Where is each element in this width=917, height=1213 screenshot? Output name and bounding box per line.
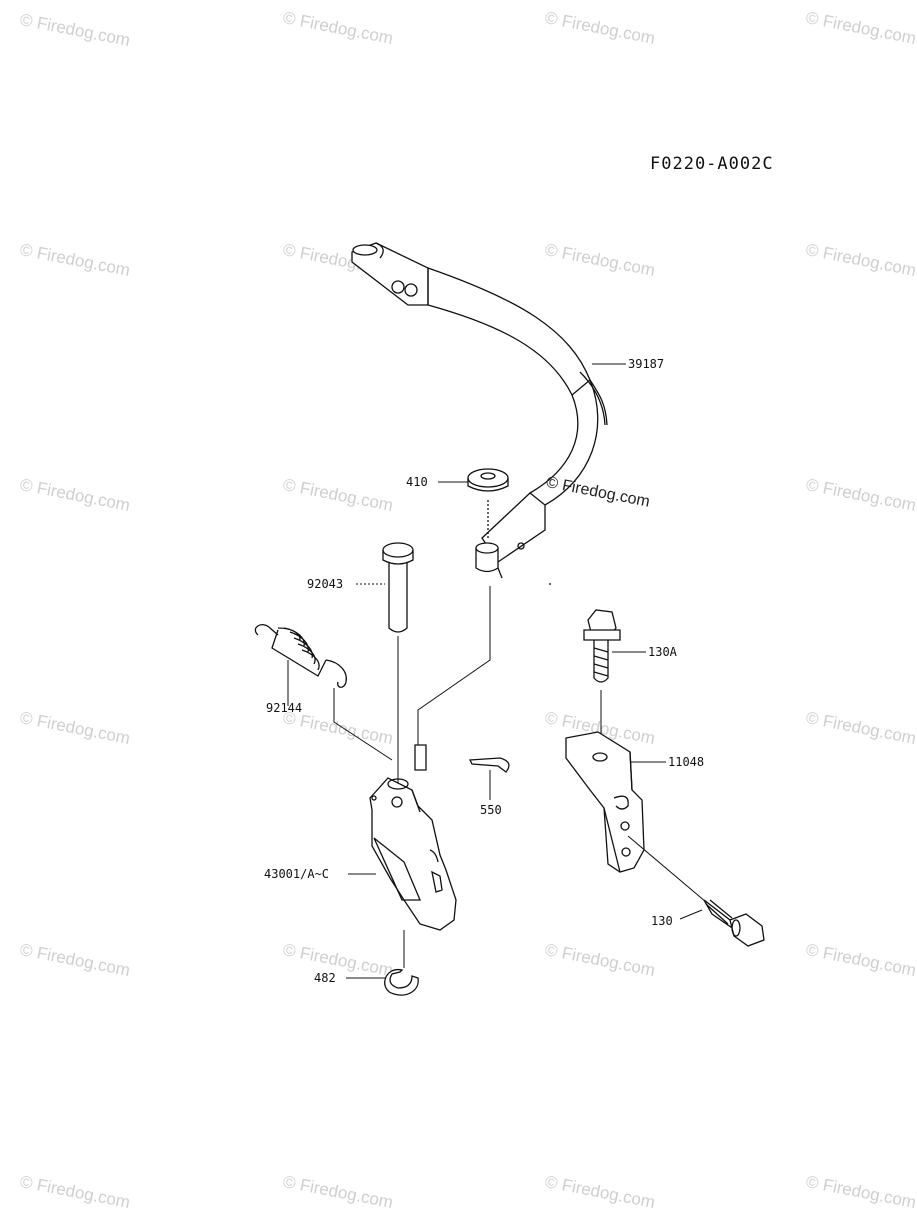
diagram-code: F0220-A002C: [650, 154, 774, 174]
bolt-130: [627, 835, 765, 947]
label-43001: 43001/A~C: [264, 867, 330, 881]
bracket-11048: [565, 731, 645, 873]
label-11048: 11048: [668, 755, 705, 769]
washer-410: [467, 468, 509, 540]
label-130a: 130A: [648, 645, 677, 659]
clip-550: [414, 586, 510, 800]
label-92043: 92043: [307, 577, 344, 591]
spring-92144: [254, 624, 393, 761]
pin-92043: [382, 542, 414, 790]
bolt-130a: [583, 609, 621, 740]
label-92144: 92144: [266, 701, 303, 715]
label-130: 130: [651, 914, 673, 928]
label-39187: 39187: [628, 357, 665, 371]
lever-43001: [369, 777, 457, 968]
label-410: 410: [406, 475, 428, 489]
label-482: 482: [314, 971, 336, 985]
e-clip-482: [384, 969, 419, 996]
leader-lines: [287, 363, 703, 979]
label-550: 550: [480, 803, 502, 817]
rod-39187: [351, 242, 608, 585]
